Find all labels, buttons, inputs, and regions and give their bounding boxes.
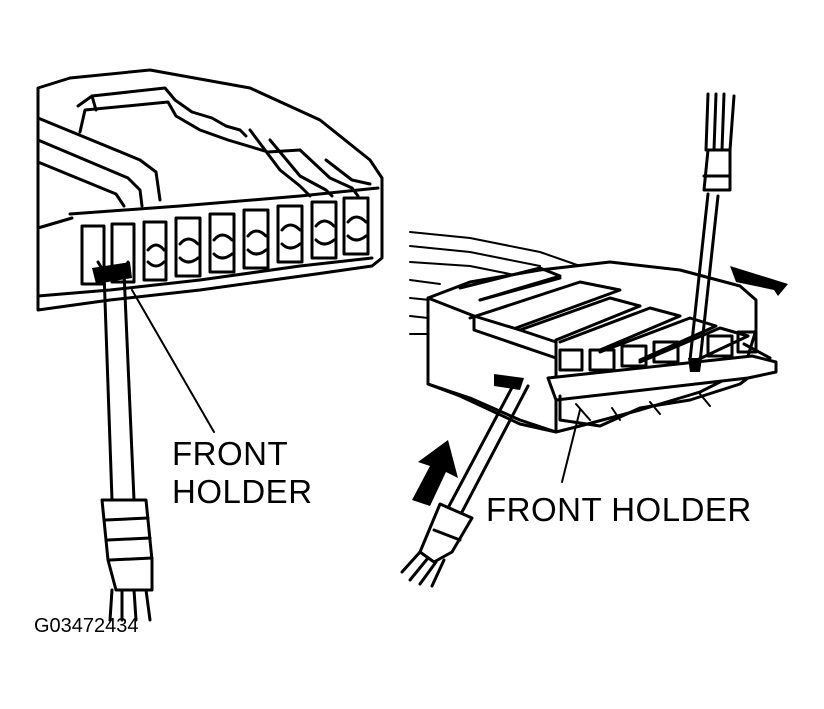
figure-code: G03472434 bbox=[34, 615, 139, 637]
front-holder-label-right: FRONT HOLDER bbox=[486, 491, 752, 528]
push-arrow-icon bbox=[412, 440, 458, 506]
right-angled-screwdriver bbox=[400, 374, 530, 588]
right-leader-line bbox=[561, 409, 581, 483]
right-vertical-screwdriver bbox=[688, 92, 736, 372]
pull-arrow-icon bbox=[730, 266, 788, 296]
left-connector-housing bbox=[36, 68, 384, 312]
left-leader-line bbox=[131, 289, 215, 433]
front-holder-label-left-line2: HOLDER bbox=[172, 473, 313, 510]
left-screwdriver bbox=[92, 260, 154, 622]
right-connector-housing bbox=[409, 231, 778, 434]
left-terminal-cavities bbox=[80, 196, 370, 286]
front-holder-label-left-line1: FRONT bbox=[172, 435, 289, 472]
